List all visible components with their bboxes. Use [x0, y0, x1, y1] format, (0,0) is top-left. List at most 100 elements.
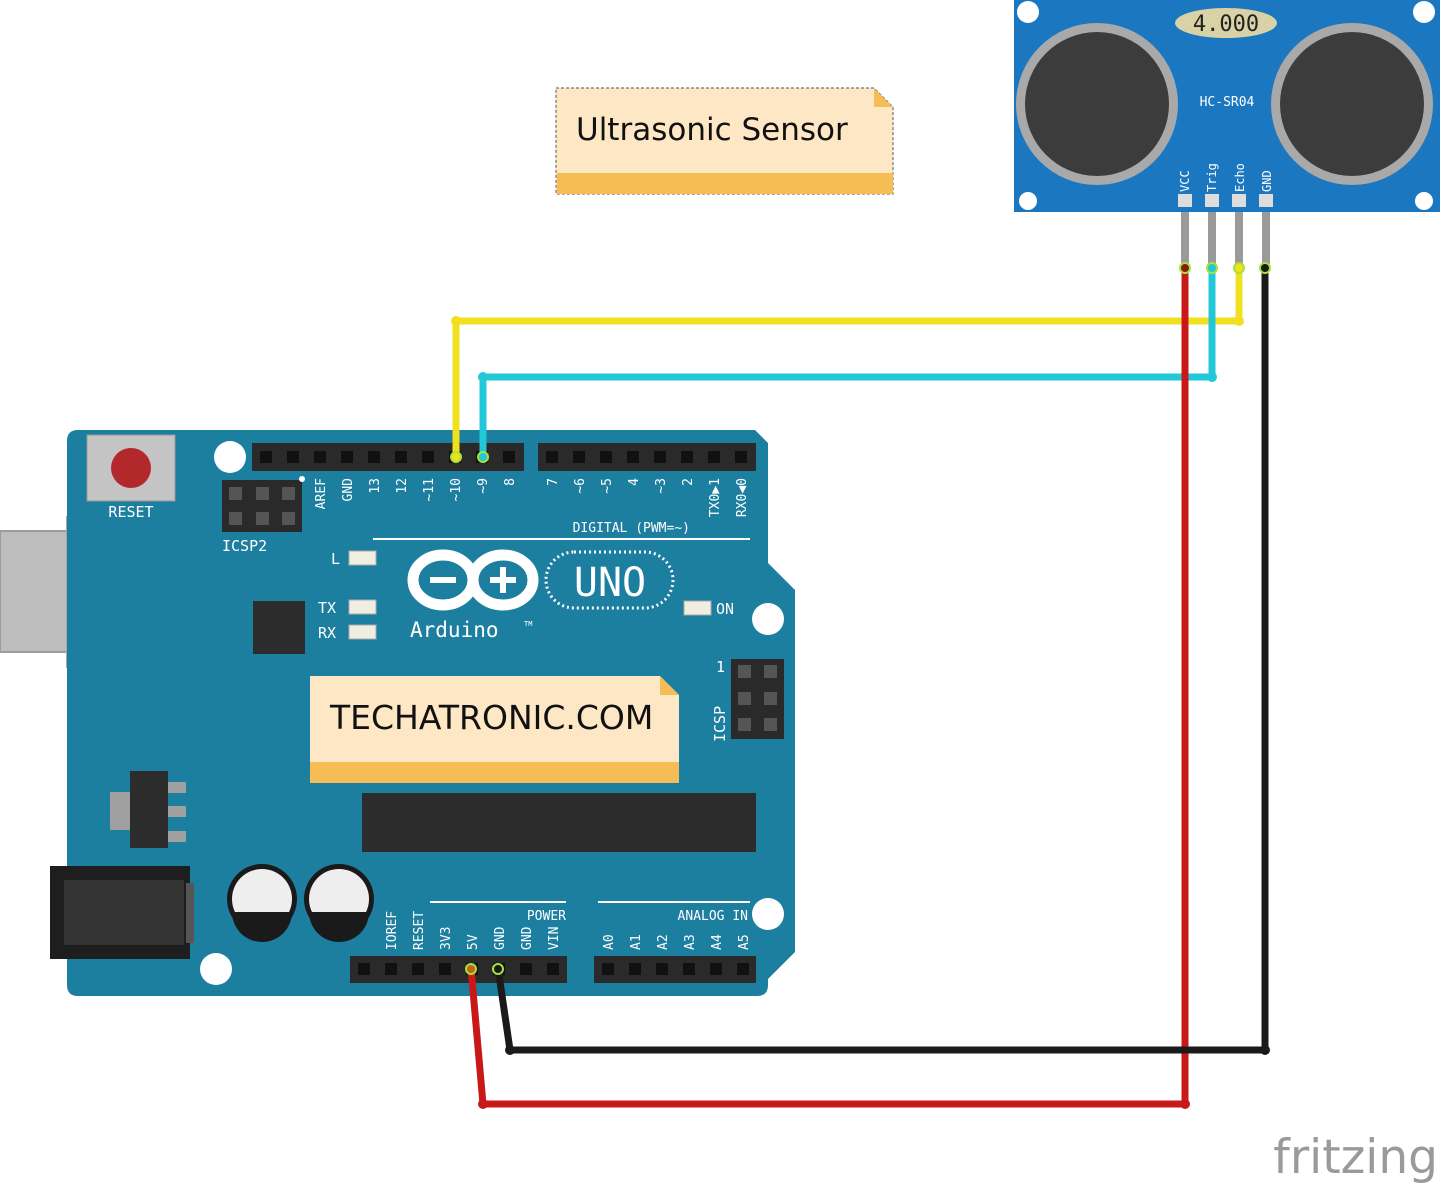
header-socket[interactable]	[503, 451, 515, 463]
header-socket[interactable]	[683, 963, 695, 975]
header-socket[interactable]	[602, 963, 614, 975]
sensor-pin-leg	[1262, 212, 1270, 266]
pin-label: GND	[341, 478, 356, 502]
header-socket[interactable]	[600, 451, 612, 463]
voltage-regulator	[110, 771, 186, 848]
note-corner	[660, 676, 679, 695]
pin-label: ~11	[422, 478, 437, 501]
site-note-text: TECHATRONIC.COM	[329, 698, 653, 737]
pin-label: A4	[710, 934, 725, 950]
pin-label: 2	[681, 478, 696, 486]
pin-label: ~6	[573, 478, 588, 494]
sensor-pin-label: Trig	[1205, 163, 1219, 192]
sensor-pad	[1178, 194, 1192, 207]
header-socket[interactable]	[520, 963, 532, 975]
pin-label: A1	[629, 934, 644, 950]
dc-power-jack	[50, 866, 194, 959]
header-socket[interactable]	[573, 451, 585, 463]
header-socket[interactable]	[629, 963, 641, 975]
mount-hole	[1019, 192, 1037, 210]
header-socket[interactable]	[735, 451, 747, 463]
pin-end	[465, 963, 477, 975]
led-rx	[348, 624, 377, 640]
header-socket[interactable]	[395, 451, 407, 463]
led-rx-label: RX	[318, 624, 336, 642]
sensor-pin-label: VCC	[1178, 170, 1192, 192]
ultrasonic-sensor: 4.000 HC-SR04 VCC Trig Echo GND	[1014, 0, 1440, 266]
digital-label: DIGITAL (PWM=~)	[573, 521, 690, 536]
trademark: TM	[524, 620, 532, 628]
reset-button[interactable]	[86, 434, 176, 502]
pin-end	[1206, 262, 1218, 274]
analog-label: ANALOG IN	[678, 909, 748, 924]
mount-hole	[1415, 192, 1433, 210]
pin-end	[1233, 262, 1245, 274]
header-socket[interactable]	[737, 963, 749, 975]
header-socket[interactable]	[627, 451, 639, 463]
pin-label: ~5	[600, 478, 615, 494]
crystal-label: 4.000	[1193, 12, 1259, 37]
header-socket[interactable]	[358, 963, 370, 975]
arduino-logo	[407, 549, 539, 611]
header-socket[interactable]	[341, 451, 353, 463]
transducer-right	[1271, 23, 1433, 185]
header-socket[interactable]	[708, 451, 720, 463]
sensor-note-text: Ultrasonic Sensor	[576, 112, 848, 148]
header-socket[interactable]	[681, 451, 693, 463]
icsp2-header	[222, 476, 305, 532]
wire-yellow-echo[interactable]	[452, 264, 1243, 460]
site-note[interactable]: TECHATRONIC.COM	[310, 676, 679, 783]
header-socket[interactable]	[654, 451, 666, 463]
led-on-label: ON	[716, 600, 734, 618]
reset-label: RESET	[108, 503, 153, 521]
microcontroller-chip	[362, 793, 756, 852]
wire-cyan-trig[interactable]	[479, 264, 1216, 460]
header-socket[interactable]	[656, 963, 668, 975]
sensor-pin-leg	[1181, 212, 1189, 266]
mount-hole	[1413, 1, 1435, 23]
led-tx	[348, 599, 377, 615]
pin-label: ~9	[476, 478, 491, 494]
pin-end	[450, 451, 462, 463]
pin-label: 7	[546, 478, 561, 486]
mount-hole	[214, 441, 246, 473]
uno-badge: UNO	[544, 550, 675, 610]
pin-label: GND	[493, 926, 508, 950]
pin-end	[492, 963, 504, 975]
header-socket[interactable]	[260, 451, 272, 463]
icsp2-label: ICSP2	[222, 537, 267, 555]
note-fold-band	[310, 762, 679, 783]
pin-label: A0	[602, 934, 617, 950]
brand-label: Arduino	[410, 618, 499, 642]
header-socket[interactable]	[710, 963, 722, 975]
power-label: POWER	[527, 909, 566, 924]
note-corner	[874, 88, 893, 107]
sensor-model-label: HC-SR04	[1200, 95, 1255, 110]
header-socket[interactable]	[422, 451, 434, 463]
wire-black-gnd[interactable]	[494, 264, 1269, 1054]
capacitor	[227, 864, 297, 942]
wire-red-vcc[interactable]	[467, 264, 1189, 1108]
sensor-pin-label: Echo	[1233, 163, 1247, 192]
usb-chip	[253, 601, 305, 654]
pin-label: ~3	[654, 478, 669, 494]
transducer-left	[1016, 23, 1178, 185]
header-socket[interactable]	[287, 451, 299, 463]
header-socket[interactable]	[314, 451, 326, 463]
header-socket[interactable]	[439, 963, 451, 975]
mount-hole	[752, 898, 784, 930]
header-socket[interactable]	[368, 451, 380, 463]
mount-hole	[200, 953, 232, 985]
header-socket[interactable]	[546, 451, 558, 463]
icsp-header	[731, 659, 784, 739]
sensor-note[interactable]: Ultrasonic Sensor	[555, 87, 894, 195]
header-socket[interactable]	[385, 963, 397, 975]
pin-label: VIN	[547, 927, 562, 950]
pin-label: 12	[395, 478, 410, 494]
header-socket[interactable]	[412, 963, 424, 975]
header-socket[interactable]	[547, 963, 559, 975]
